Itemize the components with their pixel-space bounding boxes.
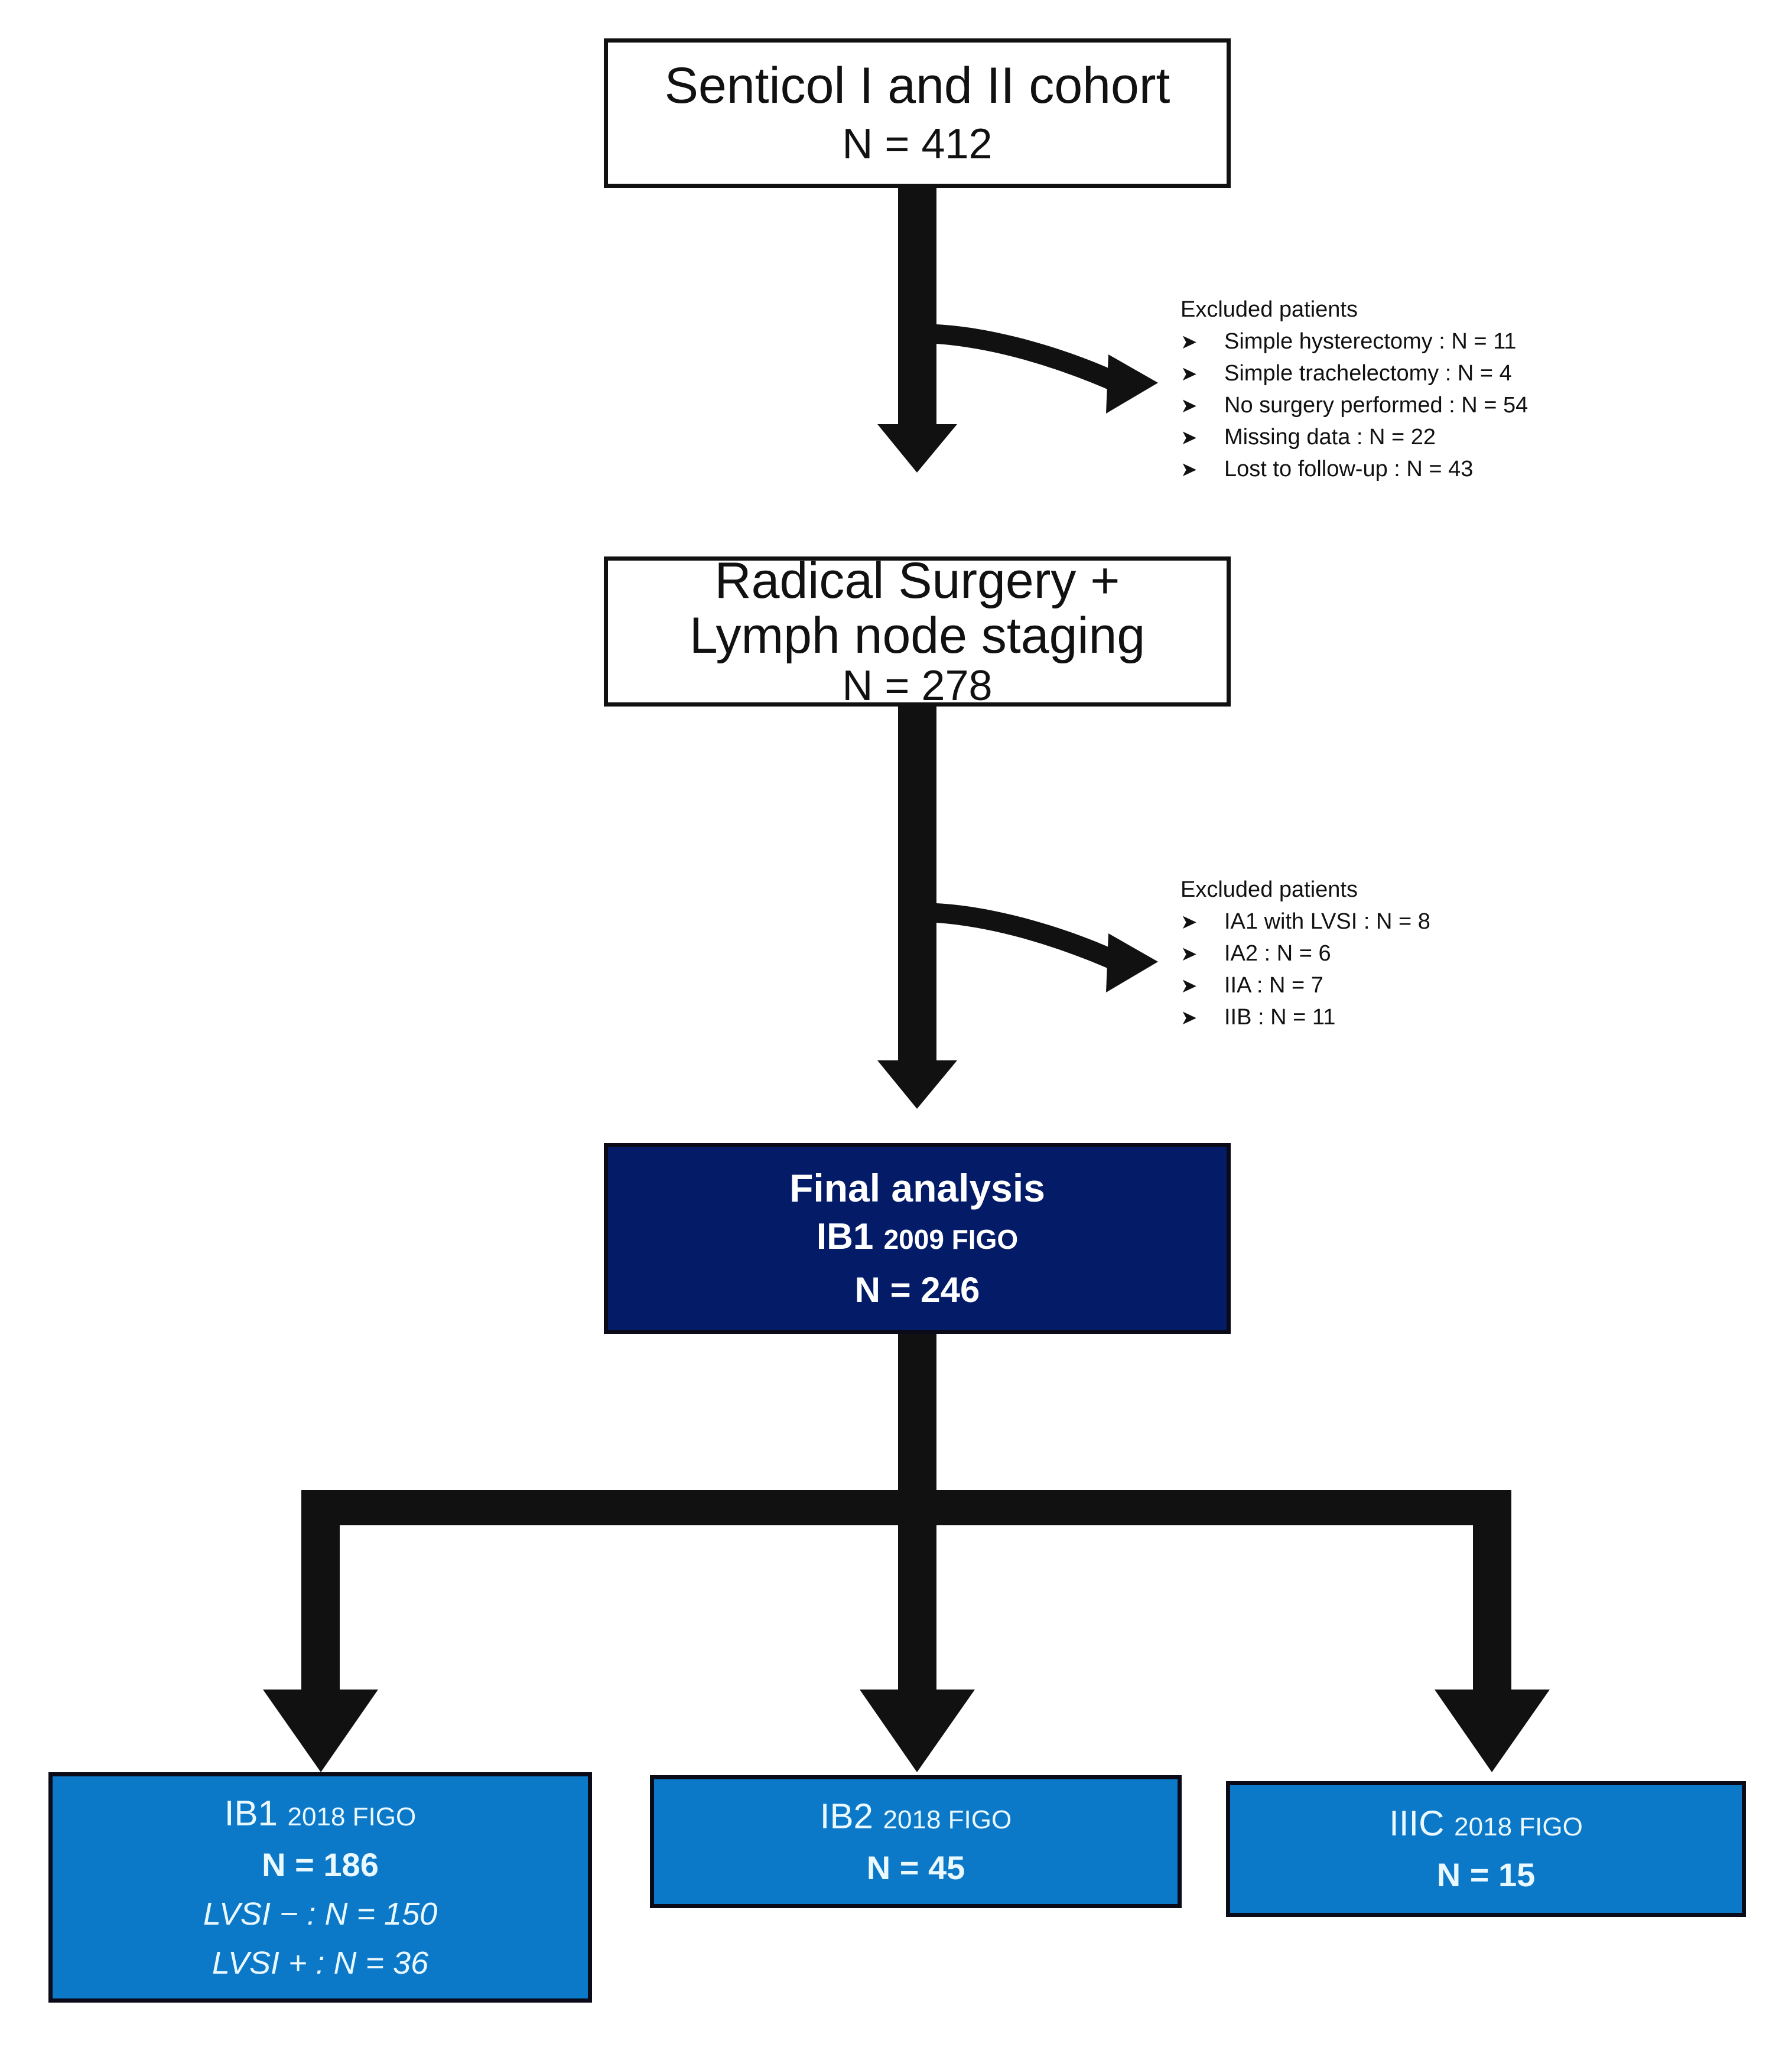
exclusion-item: ➤ IA1 with LVSI : N = 8 (1180, 910, 1665, 933)
bullet-arrow-icon: ➤ (1180, 911, 1198, 933)
bullet-arrow-icon: ➤ (1180, 427, 1198, 449)
exclusion-item: ➤ IIB : N = 11 (1180, 1006, 1665, 1028)
exclusion-item-label: No surgery performed : N = 54 (1224, 393, 1528, 418)
ib1-2018-stage-line: IB1 2018 FIGO (224, 1793, 417, 1834)
node-ib1-2018-figo: IB1 2018 FIGO N = 186 LVSI − : N = 150 L… (48, 1772, 592, 2003)
node-radical-surgery: Radical Surgery + Lymph node staging N =… (604, 552, 1231, 709)
curved-arrow-exclusion-2 (936, 903, 1126, 974)
exclusion-item-label: Lost to follow-up : N = 43 (1224, 457, 1474, 481)
radical-surgery-line1: Radical Surgery + (714, 552, 1120, 610)
arrow-cohort-to-surgery (877, 188, 957, 473)
ib1-2018-stage: IB1 (224, 1793, 278, 1834)
exclusions-first-title: Excluded patients (1180, 297, 1358, 322)
senticol-cohort-title: Senticol I and II cohort (664, 57, 1170, 115)
exclusion-item-label: Simple hysterectomy : N = 11 (1224, 329, 1517, 354)
ib1-2018-lvsi-negative: LVSI − : N = 150 (203, 1896, 438, 1932)
exclusions-second-title: Excluded patients (1180, 877, 1358, 902)
bullet-arrow-icon: ➤ (1180, 1007, 1198, 1029)
iiic-2018-stage: IIIC (1389, 1804, 1445, 1844)
bullet-arrow-icon: ➤ (1180, 395, 1198, 417)
bullet-arrow-icon: ➤ (1180, 458, 1198, 481)
final-analysis-heading: Final analysis (789, 1166, 1045, 1210)
curved-arrow-head-1 (1106, 354, 1158, 414)
ib2-2018-count: N = 45 (866, 1848, 965, 1886)
exclusion-item: ➤ Simple hysterectomy : N = 11 (1180, 330, 1665, 353)
senticol-cohort-count: N = 412 (842, 121, 993, 168)
arrow-to-ib2-2018 (860, 1525, 975, 1772)
ib1-2018-lvsi-positive: LVSI + : N = 36 (212, 1945, 429, 1981)
arrow-to-iiic-2018 (1435, 1525, 1550, 1772)
exclusion-item-label: IIB : N = 11 (1224, 1005, 1336, 1030)
radical-surgery-line2: Lymph node staging (689, 607, 1146, 665)
ib2-2018-figo: 2018 FIGO (883, 1805, 1012, 1834)
bullet-arrow-icon: ➤ (1180, 331, 1198, 353)
arrow-to-ib1-2018 (263, 1525, 378, 1772)
iiic-2018-figo: 2018 FIGO (1454, 1812, 1583, 1842)
split-bar (301, 1490, 1511, 1525)
exclusion-item-label: Missing data : N = 22 (1224, 425, 1436, 450)
exclusion-item: ➤ Lost to follow-up : N = 43 (1180, 458, 1665, 480)
final-analysis-stage-line: IB1 2009 FIGO (816, 1216, 1019, 1258)
exclusion-item: ➤ Simple trachelectomy : N = 4 (1180, 362, 1665, 385)
iiic-2018-count: N = 15 (1436, 1856, 1536, 1894)
exclusions-first: Excluded patients ➤ Simple hysterectomy … (1180, 298, 1665, 490)
bullet-arrow-icon: ➤ (1180, 363, 1198, 385)
ib2-2018-stage: IB2 (819, 1796, 873, 1836)
exclusion-item-label: IA1 with LVSI : N = 8 (1224, 909, 1430, 934)
exclusion-item-label: Simple trachelectomy : N = 4 (1224, 361, 1512, 386)
exclusion-item-label: IA2 : N = 6 (1224, 941, 1331, 966)
exclusion-item: ➤ IA2 : N = 6 (1180, 942, 1665, 965)
curved-arrow-exclusion-1 (936, 324, 1126, 395)
node-ib2-2018-figo: IB2 2018 FIGO N = 45 (650, 1775, 1182, 1908)
final-analysis-figo: 2009 FIGO (883, 1224, 1019, 1255)
trunk-final-to-split (898, 1334, 936, 1490)
final-analysis-stage: IB1 (816, 1216, 874, 1258)
node-iiic-2018-figo: IIIC 2018 FIGO N = 15 (1226, 1781, 1746, 1917)
radical-surgery-count: N = 278 (842, 662, 993, 709)
curved-arrow-head-2 (1106, 933, 1158, 992)
ib1-2018-figo: 2018 FIGO (287, 1802, 417, 1832)
bullet-arrow-icon: ➤ (1180, 943, 1198, 965)
exclusion-item: ➤ IIA : N = 7 (1180, 974, 1665, 997)
final-analysis-count: N = 246 (854, 1270, 980, 1310)
exclusion-item: ➤ No surgery performed : N = 54 (1180, 394, 1665, 416)
exclusion-item-label: IIA : N = 7 (1224, 973, 1323, 998)
exclusions-second: Excluded patients ➤ IA1 with LVSI : N = … (1180, 878, 1665, 1038)
exclusion-item: ➤ Missing data : N = 22 (1180, 426, 1665, 448)
ib1-2018-count: N = 186 (262, 1845, 379, 1883)
arrow-surgery-to-final (877, 707, 957, 1109)
bullet-arrow-icon: ➤ (1180, 975, 1198, 997)
node-final-analysis: Final analysis IB1 2009 FIGO N = 246 (604, 1143, 1231, 1334)
ib2-2018-stage-line: IB2 2018 FIGO (819, 1796, 1012, 1836)
node-senticol-cohort: Senticol I and II cohort N = 412 (604, 38, 1231, 188)
iiic-2018-stage-line: IIIC 2018 FIGO (1389, 1804, 1583, 1844)
